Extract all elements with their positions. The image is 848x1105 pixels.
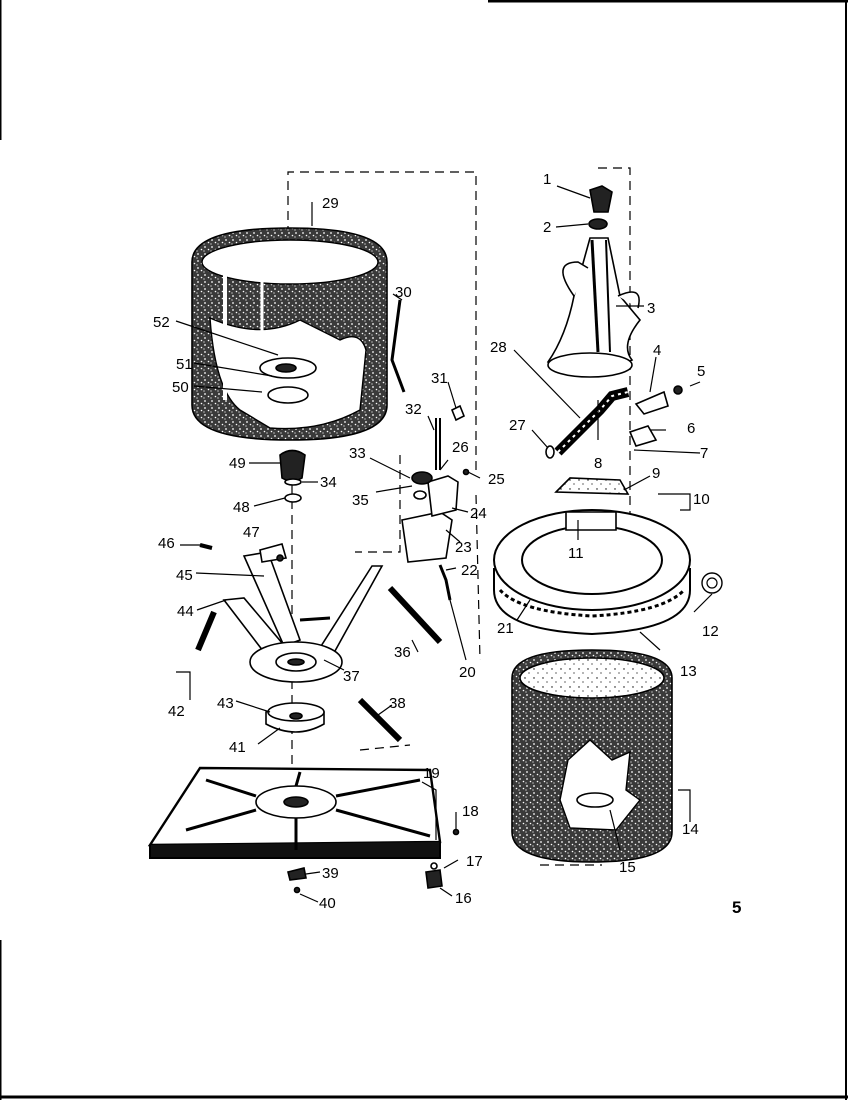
- page-number: 5: [732, 898, 741, 917]
- leader-lines: [175, 185, 713, 903]
- label-6: 6: [687, 420, 695, 437]
- label-13: 13: [680, 663, 697, 680]
- inner-basket: [511, 649, 673, 863]
- part-number-labels: 29 30 52 51 50 49 34 48 1 2 3 4 5 28 27 …: [153, 171, 719, 912]
- label-33: 33: [349, 445, 366, 462]
- label-4: 4: [653, 342, 661, 359]
- label-3: 3: [647, 300, 655, 317]
- suspension-springs: [195, 543, 443, 743]
- label-21: 21: [497, 620, 514, 637]
- label-49: 49: [229, 455, 246, 472]
- label-28: 28: [490, 339, 507, 356]
- label-9: 9: [652, 465, 660, 482]
- label-22: 22: [461, 562, 478, 579]
- label-40: 40: [319, 895, 336, 912]
- label-46: 46: [158, 535, 175, 552]
- drain-hose: [545, 387, 630, 459]
- label-17: 17: [466, 853, 483, 870]
- drive-pulley: [265, 702, 325, 733]
- label-42: 42: [168, 703, 185, 720]
- label-36: 36: [394, 644, 411, 661]
- label-38: 38: [389, 695, 406, 712]
- label-51: 51: [176, 356, 193, 373]
- label-31: 31: [431, 370, 448, 387]
- tub-ring: [493, 509, 723, 636]
- label-32: 32: [405, 401, 422, 418]
- label-50: 50: [172, 379, 189, 396]
- agitator-assembly: [546, 185, 642, 378]
- label-12: 12: [702, 623, 719, 640]
- label-11: 11: [568, 545, 584, 562]
- filter-lid: [554, 477, 630, 495]
- bracket-and-bolt: [628, 385, 683, 447]
- label-18: 18: [462, 803, 479, 820]
- label-29: 29: [322, 195, 339, 212]
- label-35: 35: [352, 492, 369, 509]
- label-15: 15: [619, 859, 636, 876]
- label-16: 16: [455, 890, 472, 907]
- label-5: 5: [697, 363, 705, 380]
- label-48: 48: [233, 499, 250, 516]
- label-27: 27: [509, 417, 526, 434]
- label-45: 45: [176, 567, 193, 584]
- suspension-frame: [222, 543, 384, 683]
- label-43: 43: [217, 695, 234, 712]
- label-41: 41: [229, 739, 246, 756]
- label-14: 14: [682, 821, 699, 838]
- label-44: 44: [177, 603, 194, 620]
- base-frame: [147, 766, 442, 859]
- label-47: 47: [243, 524, 260, 541]
- label-1: 1: [543, 171, 551, 188]
- label-24: 24: [470, 505, 487, 522]
- label-8: 8: [594, 455, 602, 472]
- center-seal-stack: [279, 449, 306, 503]
- tub-hose: [390, 299, 406, 393]
- label-37: 37: [343, 668, 360, 685]
- label-39: 39: [322, 865, 339, 882]
- pump-block: [401, 404, 470, 601]
- label-25: 25: [488, 471, 505, 488]
- label-26: 26: [452, 439, 469, 456]
- label-52: 52: [153, 314, 170, 331]
- base-fasteners: [287, 828, 460, 894]
- label-30: 30: [395, 284, 412, 301]
- label-34: 34: [320, 474, 337, 491]
- label-19: 19: [423, 765, 440, 782]
- outer-tub-drum: [191, 227, 388, 441]
- label-23: 23: [455, 539, 472, 556]
- label-2: 2: [543, 219, 551, 236]
- label-7: 7: [700, 445, 708, 462]
- label-10: 10: [693, 491, 710, 508]
- label-20: 20: [459, 664, 476, 681]
